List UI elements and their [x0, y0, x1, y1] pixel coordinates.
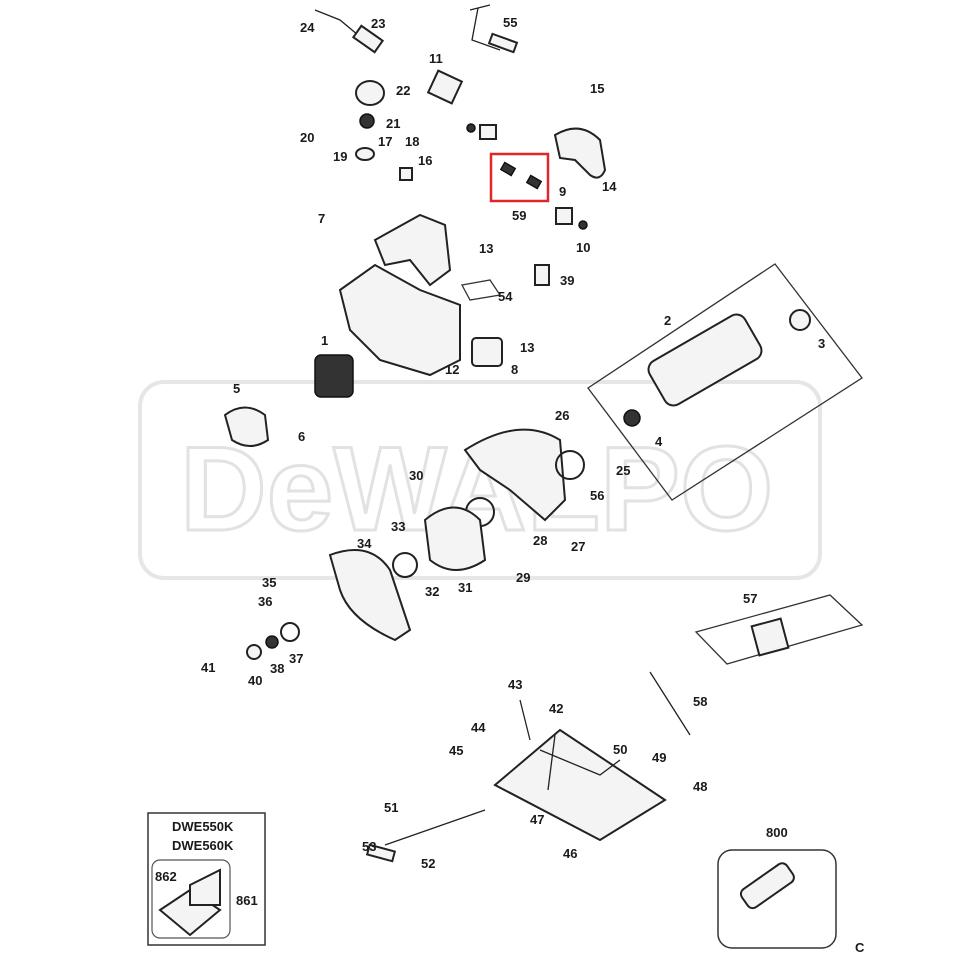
kit-model-2: DWE560K — [172, 838, 234, 853]
highlight-part-59 — [489, 152, 550, 203]
part-label: 52 — [421, 856, 435, 871]
part-label: 27 — [571, 539, 585, 554]
part-label: 53 — [362, 839, 376, 854]
part-label: 31 — [458, 580, 472, 595]
part-label: 24 — [300, 20, 315, 35]
part-label: 5 — [233, 381, 240, 396]
part-label: 48 — [693, 779, 707, 794]
part-label: 21 — [386, 116, 400, 131]
part-label: 40 — [248, 673, 262, 688]
part-label: 33 — [391, 519, 405, 534]
part-label: 9 — [559, 184, 566, 199]
part-label: 2 — [664, 313, 671, 328]
part-label: 861 — [236, 893, 258, 908]
part-label: 18 — [405, 134, 419, 149]
part-label: 39 — [560, 273, 574, 288]
part-label: 38 — [270, 661, 284, 676]
part-label: 34 — [357, 536, 372, 551]
part-label: 58 — [693, 694, 707, 709]
part-label: 29 — [516, 570, 530, 585]
part-label: 20 — [300, 130, 314, 145]
part-label: 10 — [576, 240, 590, 255]
part-label: 44 — [471, 720, 486, 735]
part-label: 54 — [498, 289, 513, 304]
part-label: 14 — [602, 179, 617, 194]
part-label: 35 — [262, 575, 276, 590]
part-label: 49 — [652, 750, 666, 765]
part-label: 30 — [409, 468, 423, 483]
part-label: 36 — [258, 594, 272, 609]
part-label: 41 — [201, 660, 215, 675]
part-label: 13 — [479, 241, 493, 256]
parts — [158, 4, 811, 937]
part-800-box — [717, 849, 837, 949]
part-label: 59 — [512, 208, 526, 223]
part-label: 28 — [533, 533, 547, 548]
part-label: 16 — [418, 153, 432, 168]
part-label: 4 — [655, 434, 663, 449]
part-label: 800 — [766, 825, 788, 840]
part-label: 46 — [563, 846, 577, 861]
part-label: 3 — [818, 336, 825, 351]
armature-box — [587, 263, 863, 501]
part-label: 43 — [508, 677, 522, 692]
part-label: 23 — [371, 16, 385, 31]
part-label: 37 — [289, 651, 303, 666]
part-label: 50 — [613, 742, 627, 757]
part-label: 6 — [298, 429, 305, 444]
part-label: 11 — [429, 51, 443, 66]
part-label: 25 — [616, 463, 630, 478]
part-label: 55 — [503, 15, 517, 30]
kit-model-1: DWE550K — [172, 819, 234, 834]
part-label: 15 — [590, 81, 604, 96]
part-label: 19 — [333, 149, 347, 164]
part-label: 8 — [511, 362, 518, 377]
case-inner-box — [151, 859, 231, 939]
part-label: 42 — [549, 701, 563, 716]
part-label: 56 — [590, 488, 604, 503]
part-57-box — [694, 594, 864, 665]
part-label: 22 — [396, 83, 410, 98]
part-label: 7 — [318, 211, 325, 226]
part-label: 57 — [743, 591, 757, 606]
part-label: 13 — [520, 340, 534, 355]
part-label: 17 — [378, 134, 392, 149]
part-label: 32 — [425, 584, 439, 599]
part-label: 51 — [384, 800, 398, 815]
part-label: 862 — [155, 869, 177, 884]
part-label: 45 — [449, 743, 463, 758]
part-label: 1 — [321, 333, 328, 348]
part-labels: 24 23 55 11 22 15 21 20 17 18 19 16 14 5… — [155, 15, 865, 955]
part-label: 47 — [530, 812, 544, 827]
part-label: 12 — [445, 362, 459, 377]
part-label: 26 — [555, 408, 569, 423]
corner-mark: C — [855, 940, 865, 955]
kit-box — [147, 812, 266, 946]
